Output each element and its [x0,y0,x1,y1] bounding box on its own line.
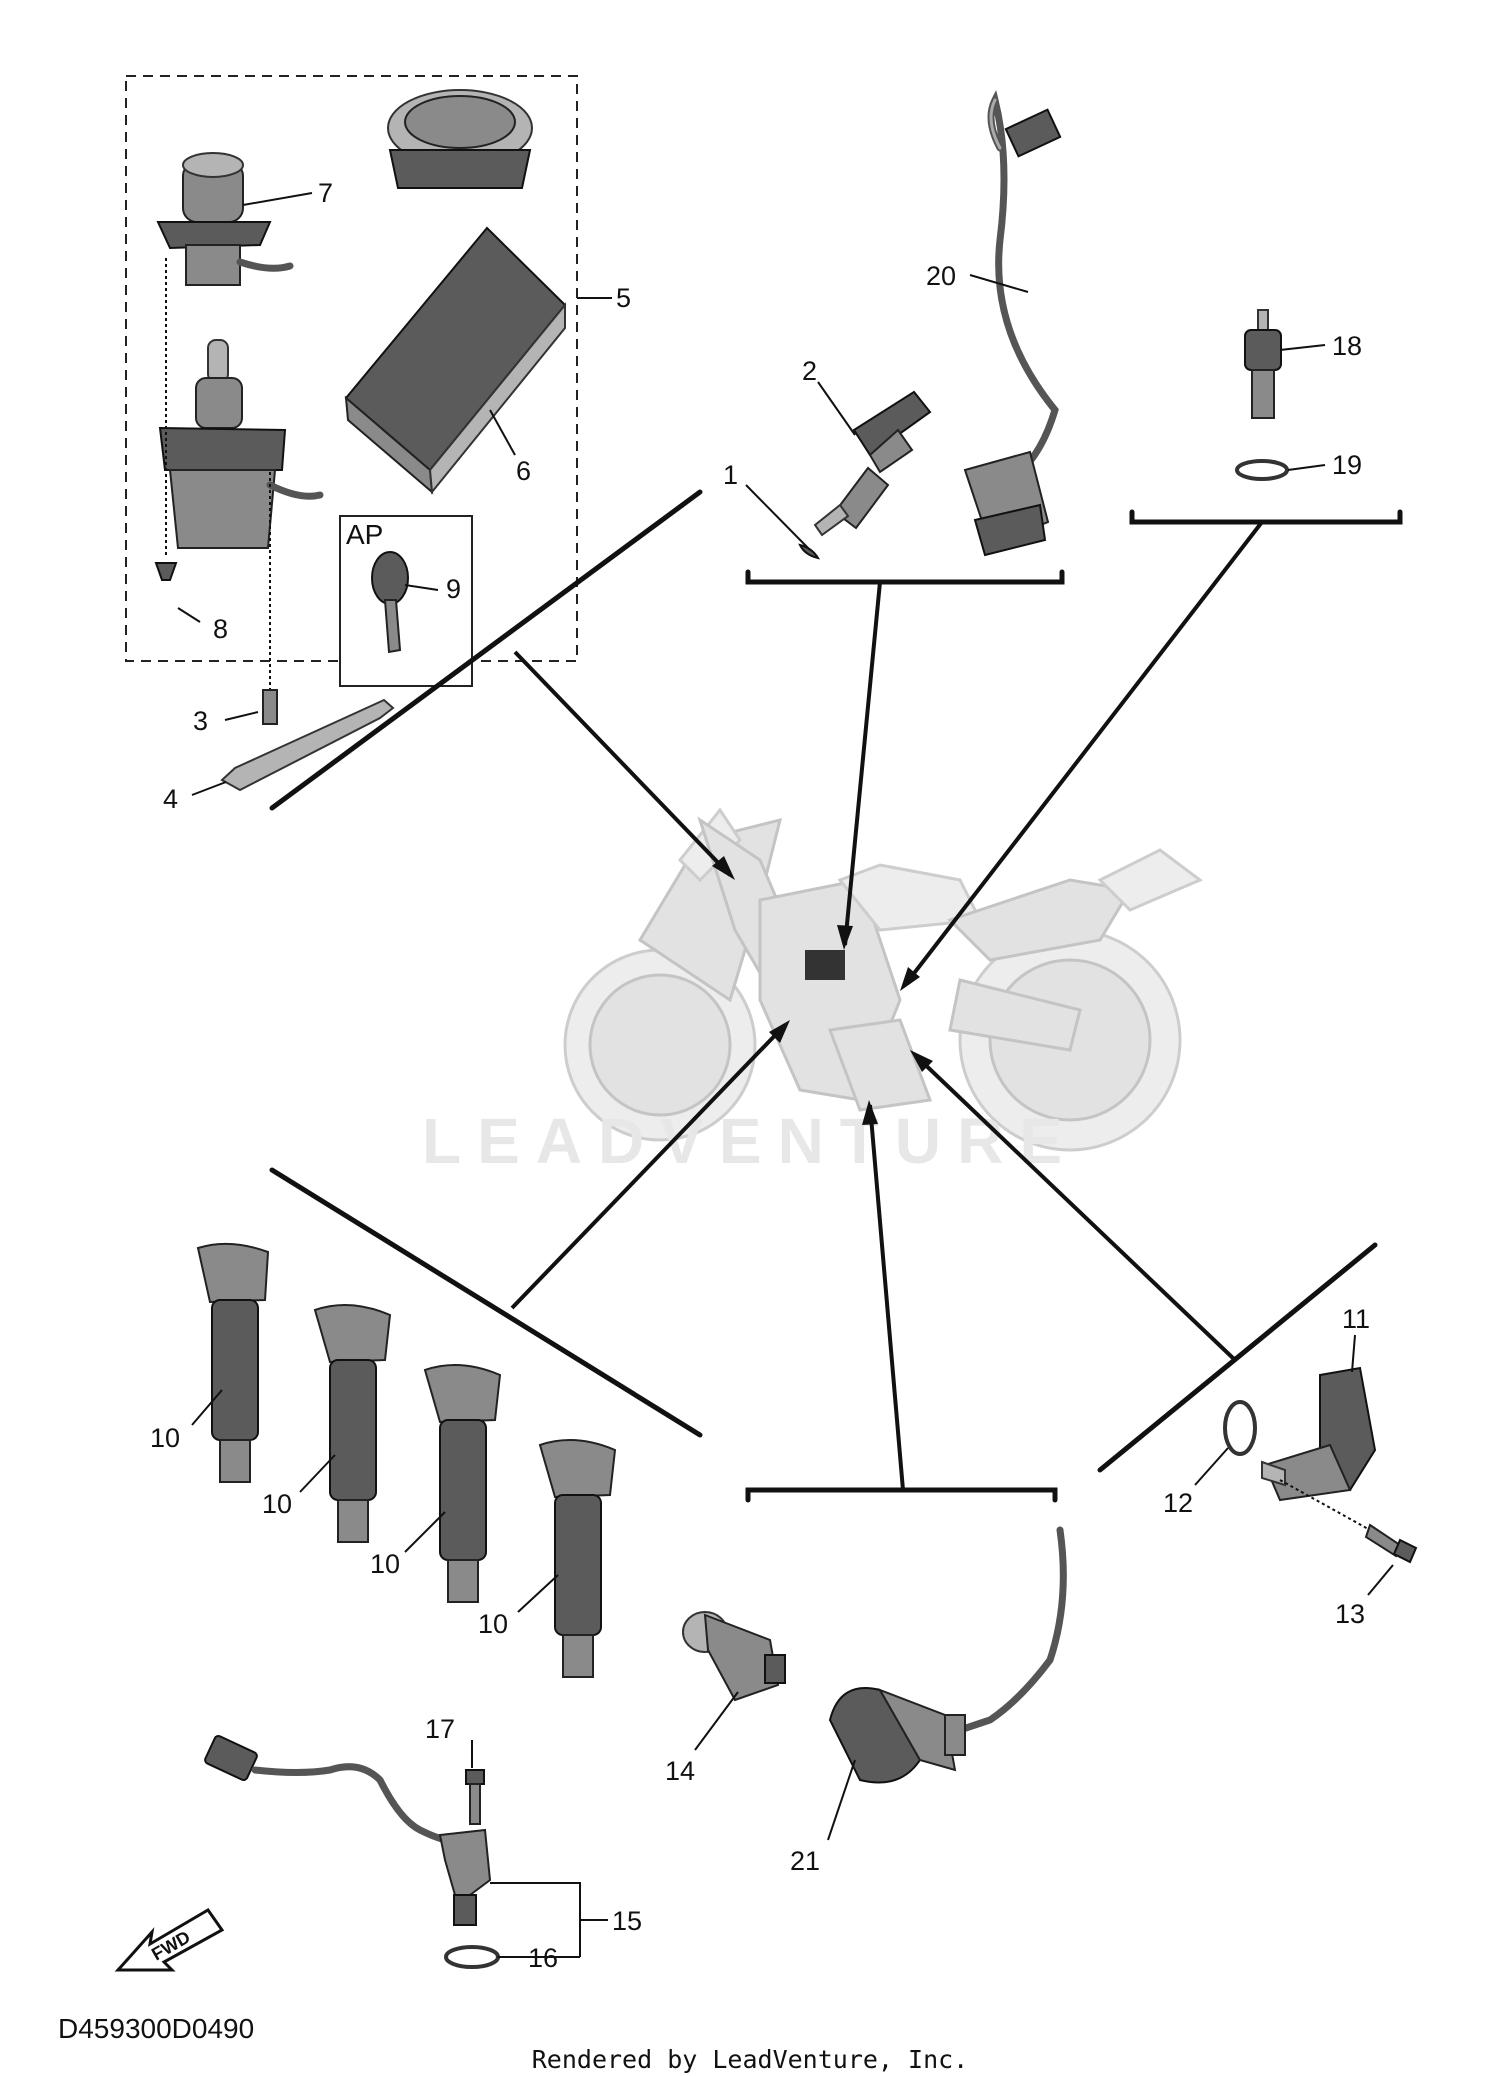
kit-label: AP [346,519,383,550]
callout-8: 8 [213,614,228,644]
callout-10b: 10 [262,1489,292,1519]
callout-20: 20 [926,261,956,291]
callout-14: 14 [665,1756,695,1786]
part-9-key [371,551,409,654]
part-11-sensor [1261,1366,1377,1502]
ignition-coils-group [196,1242,617,1678]
callout-7: 7 [318,178,333,208]
part-5-fuel-tank-cap [387,89,533,189]
callout-17: 17 [425,1714,455,1744]
ecu-highlight [805,950,845,980]
part-20-wire-harness [963,89,1062,557]
part-8-screw [154,258,178,581]
part-10-ignition-coil-b [313,1304,392,1543]
steering-lock-switch [158,339,324,549]
part-21-sensor-with-lead [828,1526,1067,1784]
callout-1: 1 [723,460,738,490]
key-sub-frame [339,515,473,687]
callout-15: 15 [612,1906,642,1936]
part-7-ignition-switch [156,152,294,286]
callout-18: 18 [1332,331,1362,361]
part-2-sensor [813,390,932,537]
part-18-sensor [1244,309,1282,419]
group-indicator-lines [269,489,1403,1503]
part-17-bolt [465,1769,485,1825]
part-19-gasket [1235,459,1289,481]
part-16-o-ring [444,1945,500,1969]
callout-12: 12 [1163,1488,1193,1518]
callout-13: 13 [1335,1599,1365,1629]
part-10-ignition-coil-a [196,1242,270,1483]
part-12-o-ring [1223,1400,1257,1456]
callout-3: 3 [193,706,208,736]
callout-19: 19 [1332,450,1362,480]
callout-6: 6 [516,456,531,486]
diagram-reference-code: D459300D0490 [58,2013,254,2044]
part-10-ignition-coil-c [423,1364,502,1603]
callout-9: 9 [446,574,461,604]
callout-labels: 7 5 6 8 9 3 4 1 2 20 18 19 10 10 10 10 1… [150,178,1370,1973]
callout-21: 21 [790,1846,820,1876]
part-6-ecu [344,226,567,495]
callout-10a: 10 [150,1423,180,1453]
footer-credit: Rendered by LeadVenture, Inc. [532,2045,969,2074]
leader-lines [177,192,1394,1958]
callout-2: 2 [802,356,817,386]
part-1-washer [798,543,821,560]
callout-5: 5 [616,283,631,313]
callout-10d: 10 [478,1609,508,1639]
callout-10c: 10 [370,1549,400,1579]
part-3-screw [262,472,278,725]
callout-16: 16 [528,1943,558,1973]
main-switch-kit-group: AP [125,75,578,687]
watermark: LEADVENTURE [422,1105,1078,1177]
callout-11: 11 [1342,1304,1370,1334]
part-4-bracket [220,698,395,792]
part-13-bolt [1279,1479,1418,1564]
motorcycle-illustration: LEADVENTURE [422,807,1203,1177]
forward-direction-arrow: FWD [114,1908,225,1972]
part-15-sensor [204,1735,492,1926]
part-14-sensor [682,1611,786,1702]
part-10-ignition-coil-d [538,1439,617,1678]
callout-4: 4 [163,784,178,814]
